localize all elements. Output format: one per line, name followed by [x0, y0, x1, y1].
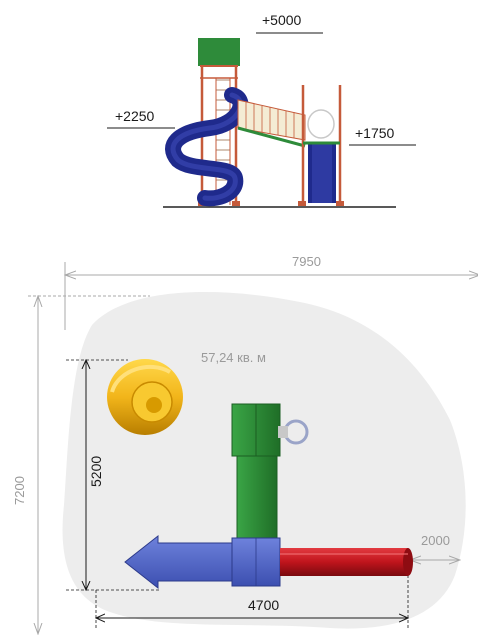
dim-width-label: 7950 [292, 254, 321, 269]
dim-5200-label: 5200 [88, 456, 104, 487]
tower-roof [198, 38, 240, 66]
spiral-slide [165, 87, 249, 207]
green-connector [236, 455, 278, 539]
bridge [237, 99, 306, 148]
dim-4700-label: 4700 [248, 597, 279, 613]
dim-depth-label: 7200 [12, 476, 27, 505]
elevation-view: +5000 +2250 +1750 [107, 12, 416, 208]
area-label: 57,24 кв. м [201, 350, 266, 365]
plan-view: 7950 7200 57,24 кв. м 5200 4700 2000 [12, 254, 478, 634]
yellow-tube-slide [107, 359, 235, 435]
dim-2000-label: 2000 [421, 533, 450, 548]
red-tube [280, 548, 413, 576]
green-tower [231, 403, 309, 457]
height-platform-label: +1750 [355, 125, 395, 141]
height-slide-label: +2250 [115, 108, 155, 124]
platform-slide [298, 85, 344, 206]
height-top-label: +5000 [262, 12, 302, 28]
